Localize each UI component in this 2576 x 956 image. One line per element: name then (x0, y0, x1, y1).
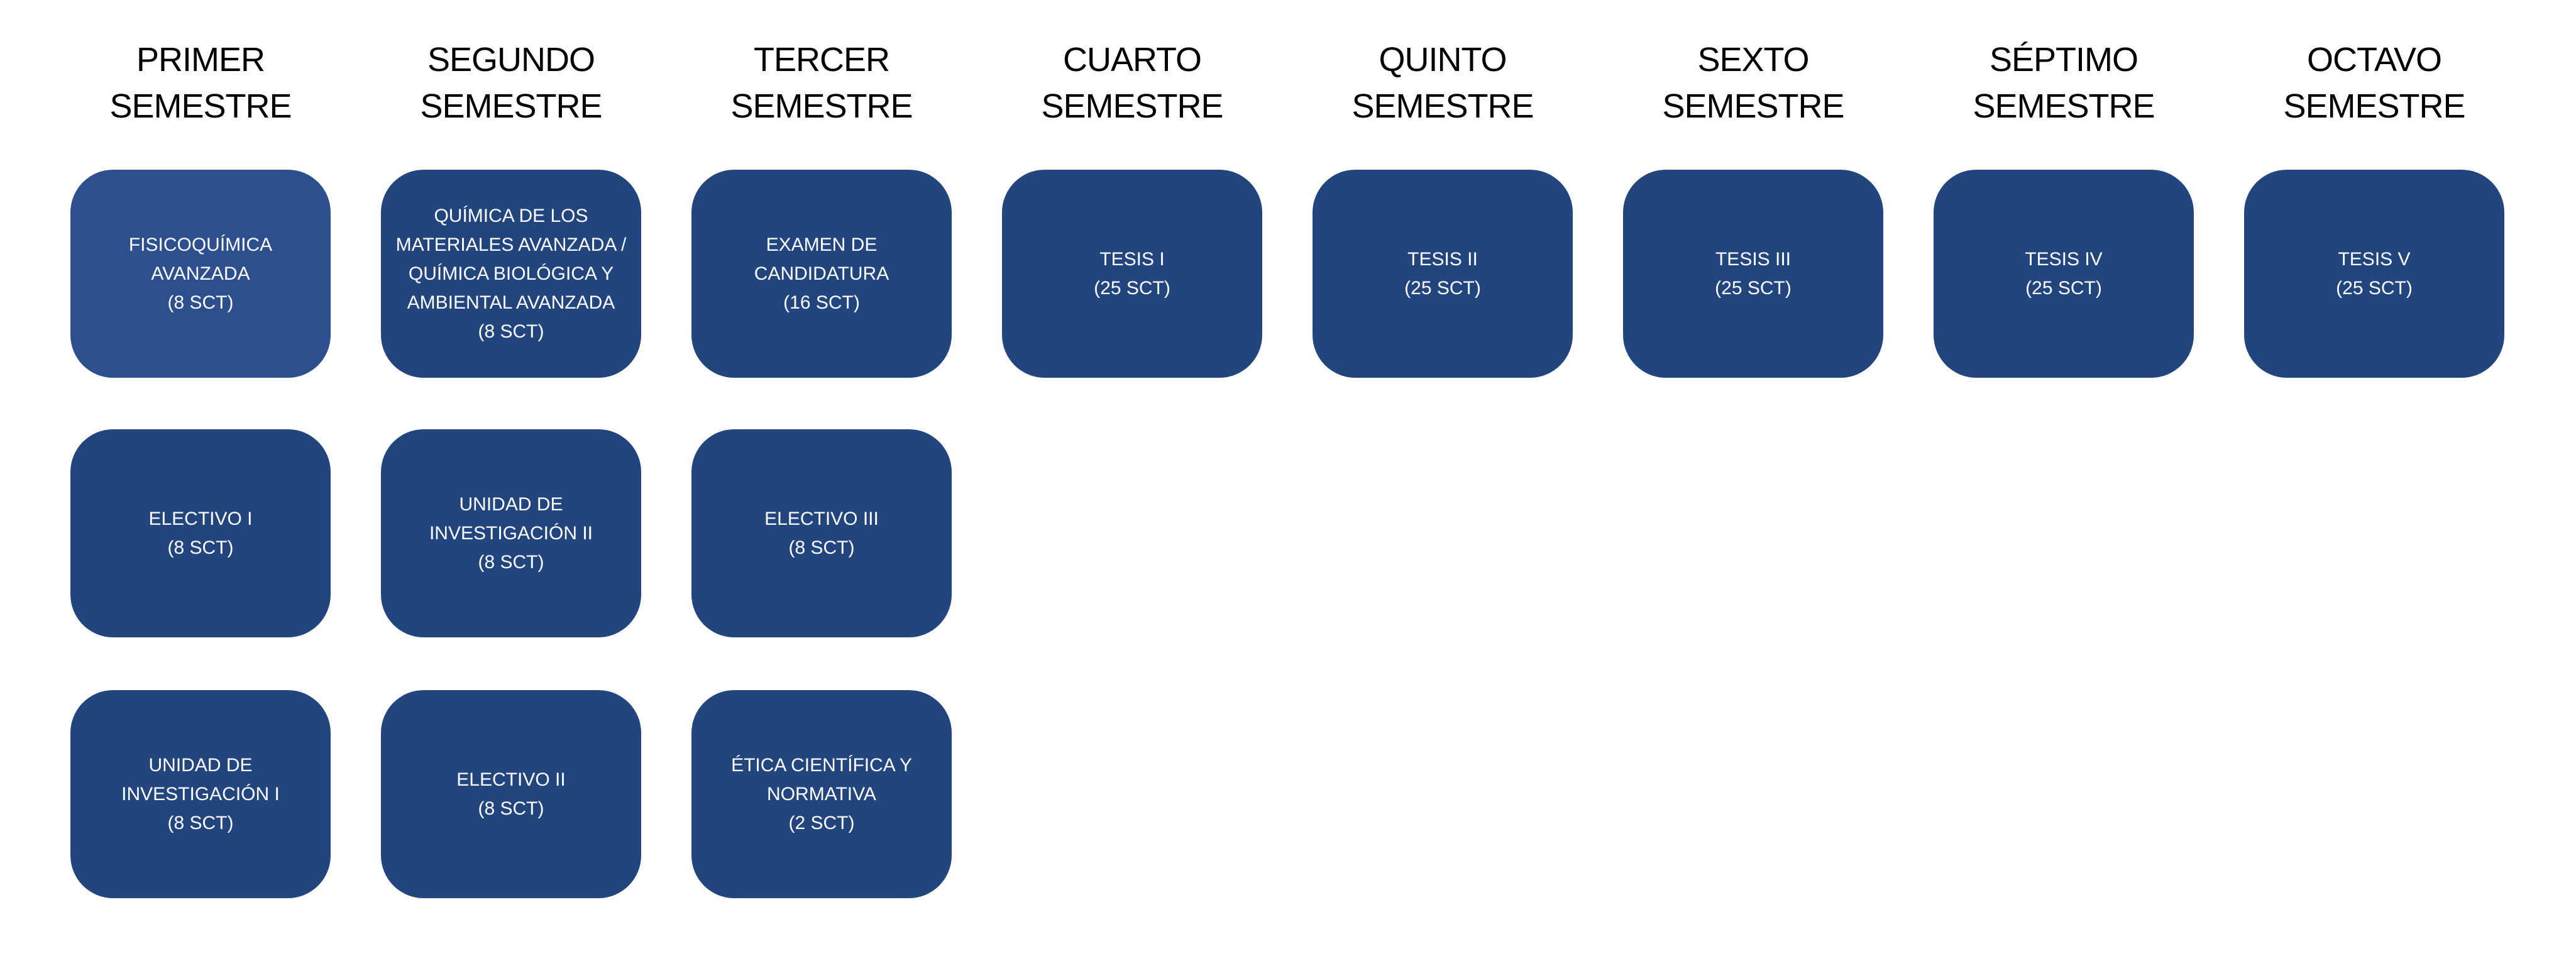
column-header-line2: SEMESTRE (1662, 87, 1844, 125)
course-box: ELECTIVO II (8 SCT) (381, 690, 641, 898)
course-name: TESIS IV (2025, 248, 2103, 270)
course-credits: (25 SCT) (1404, 277, 1481, 299)
semester-column-2: SEGUNDO SEMESTRE QUÍMICA DE LOS MATERIAL… (356, 0, 666, 956)
course-credits: (16 SCT) (783, 292, 860, 313)
semester-column-4: CUARTO SEMESTRE TESIS I (25 SCT) (977, 0, 1287, 956)
semester-column-3: TERCER SEMESTRE EXAMEN DE CANDIDATURA (1… (666, 0, 977, 956)
column-header: TERCER SEMESTRE (666, 36, 977, 129)
column-header: CUARTO SEMESTRE (977, 36, 1287, 129)
column-header-line2: SEMESTRE (1973, 87, 2155, 125)
course-credits: (8 SCT) (478, 321, 544, 342)
course-name: TESIS I (1099, 248, 1165, 270)
column-header-line1: OCTAVO (2306, 41, 2442, 79)
course-name: QUÍMICA DE LOS MATERIALES AVANZADA / QUÍ… (395, 205, 627, 313)
course-box: TESIS V (25 SCT) (2244, 170, 2504, 378)
course-name: TESIS II (1407, 248, 1478, 270)
semester-column-8: OCTAVO SEMESTRE TESIS V (25 SCT) (2219, 0, 2529, 956)
column-header-line2: SEMESTRE (730, 87, 913, 125)
course-name: TESIS V (2338, 248, 2411, 270)
column-header-line1: SEGUNDO (427, 41, 595, 79)
course-name: TESIS III (1715, 248, 1792, 270)
column-header-line1: SEXTO (1697, 41, 1809, 79)
column-header: QUINTO SEMESTRE (1287, 36, 1598, 129)
column-header: PRIMER SEMESTRE (45, 36, 356, 129)
course-name: ELECTIVO III (764, 508, 879, 529)
semester-column-5: QUINTO SEMESTRE TESIS II (25 SCT) (1287, 0, 1598, 956)
semester-column-1: PRIMER SEMESTRE FISICOQUÍMICA AVANZADA (… (45, 0, 356, 956)
course-credits: (8 SCT) (788, 537, 855, 558)
course-name: EXAMEN DE CANDIDATURA (754, 234, 889, 284)
course-name: FISICOQUÍMICA AVANZADA (128, 234, 273, 284)
semester-column-6: SEXTO SEMESTRE TESIS III (25 SCT) (1598, 0, 1908, 956)
course-box: EXAMEN DE CANDIDATURA (16 SCT) (691, 170, 952, 378)
column-header: SEXTO SEMESTRE (1598, 36, 1908, 129)
course-credits: (2 SCT) (788, 812, 855, 833)
course-box: TESIS I (25 SCT) (1002, 170, 1262, 378)
course-name: ELECTIVO I (148, 508, 253, 529)
course-box: ELECTIVO III (8 SCT) (691, 429, 952, 637)
column-header: OCTAVO SEMESTRE (2219, 36, 2529, 129)
course-credits: (8 SCT) (167, 812, 234, 833)
course-name: UNIDAD DE INVESTIGACIÓN II (429, 493, 593, 544)
course-name: ELECTIVO II (456, 769, 566, 790)
column-header-line1: CUARTO (1062, 41, 1202, 79)
column-header-line2: SEMESTRE (109, 87, 292, 125)
semester-column-7: SÉPTIMO SEMESTRE TESIS IV (25 SCT) (1908, 0, 2219, 956)
course-credits: (8 SCT) (478, 551, 544, 573)
course-box: ÉTICA CIENTÍFICA Y NORMATIVA (2 SCT) (691, 690, 952, 898)
column-header: SEGUNDO SEMESTRE (356, 36, 666, 129)
course-credits: (25 SCT) (1094, 277, 1170, 299)
course-name: ÉTICA CIENTÍFICA Y NORMATIVA (731, 754, 912, 805)
column-header-line1: QUINTO (1379, 41, 1507, 79)
course-box: TESIS IV (25 SCT) (1934, 170, 2194, 378)
course-box: TESIS III (25 SCT) (1623, 170, 1883, 378)
course-credits: (25 SCT) (1715, 277, 1792, 299)
course-credits: (25 SCT) (2336, 277, 2413, 299)
course-box: FISICOQUÍMICA AVANZADA (8 SCT) (70, 170, 331, 378)
column-header-line2: SEMESTRE (420, 87, 602, 125)
column-header-line2: SEMESTRE (1041, 87, 1223, 125)
course-box: ELECTIVO I (8 SCT) (70, 429, 331, 637)
column-header-line1: PRIMER (136, 41, 265, 79)
column-header-line2: SEMESTRE (1351, 87, 1534, 125)
course-credits: (25 SCT) (2025, 277, 2102, 299)
course-credits: (8 SCT) (167, 292, 234, 313)
course-credits: (8 SCT) (478, 798, 544, 819)
course-box: TESIS II (25 SCT) (1313, 170, 1573, 378)
course-credits: (8 SCT) (167, 537, 234, 558)
course-box: UNIDAD DE INVESTIGACIÓN II (8 SCT) (381, 429, 641, 637)
course-box: QUÍMICA DE LOS MATERIALES AVANZADA / QUÍ… (381, 170, 641, 378)
course-name: UNIDAD DE INVESTIGACIÓN I (121, 754, 280, 805)
column-header-line2: SEMESTRE (2283, 87, 2465, 125)
course-box: UNIDAD DE INVESTIGACIÓN I (8 SCT) (70, 690, 331, 898)
column-header-line1: SÉPTIMO (1989, 41, 2138, 79)
column-header-line1: TERCER (753, 41, 890, 79)
column-header: SÉPTIMO SEMESTRE (1908, 36, 2219, 129)
